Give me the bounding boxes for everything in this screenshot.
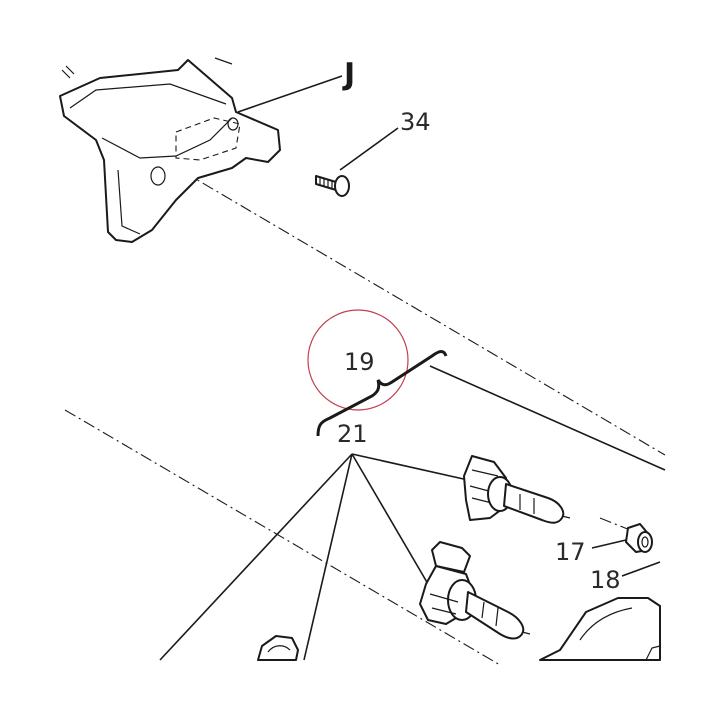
- socket-bottom-detail: [267, 645, 291, 653]
- leader-34: [339, 127, 399, 171]
- leader-19-group: [429, 365, 666, 471]
- callout-18: 18: [590, 566, 621, 594]
- bulb-upper-filament: [519, 494, 535, 514]
- leader-17: [591, 539, 627, 549]
- housing-lower-edge: [117, 169, 141, 235]
- highlight-circle-19: [307, 309, 409, 411]
- bulb-lower-ribs: [429, 593, 459, 615]
- screw-threads: [319, 177, 333, 189]
- callout-ref-j: J: [342, 57, 355, 92]
- housing-cut-mark: [61, 65, 75, 79]
- reflector-body: [539, 597, 661, 661]
- socket-17-ring: [637, 531, 653, 553]
- screw-34: [315, 175, 350, 197]
- bulb-lower-glass: [465, 591, 525, 640]
- callout-19: 19: [344, 348, 375, 376]
- centerline-lower: [64, 409, 501, 666]
- housing-body: [59, 59, 281, 243]
- bulb-lower-tip: [521, 631, 531, 635]
- callout-21: 21: [337, 420, 368, 448]
- leader-21-bulb-upper: [351, 453, 469, 481]
- socket-bottom-body: [257, 635, 299, 661]
- headlight-bulb-lower: [419, 541, 531, 640]
- leader-j: [237, 75, 343, 113]
- centerline-small: [599, 517, 641, 535]
- housing-hidden-outline: [175, 117, 241, 161]
- leader-21-left: [159, 453, 353, 661]
- socket-bottom: [257, 635, 299, 661]
- screw-shank: [315, 175, 337, 191]
- headlight-bulb-upper: [463, 455, 571, 524]
- leader-18: [621, 561, 661, 577]
- socket-17-hole: [641, 536, 649, 548]
- reflector-edge: [645, 645, 661, 661]
- bulb-lower-filament: [481, 601, 499, 627]
- leader-21-socket: [303, 453, 353, 661]
- housing-mount-hole: [150, 166, 166, 186]
- bulb-upper-tip: [561, 515, 571, 519]
- leader-21-bulb-lower: [351, 453, 429, 585]
- reflector-curve: [579, 607, 633, 641]
- socket-17: [625, 523, 653, 553]
- housing-edge: [69, 83, 227, 109]
- screw-head: [334, 175, 350, 197]
- callout-17: 17: [555, 538, 586, 566]
- leaders-21: [159, 453, 469, 661]
- reflector-housing-partial: [539, 597, 661, 661]
- housing-bracket: [59, 57, 281, 243]
- housing-screw-hole: [227, 117, 239, 131]
- callout-34: 34: [400, 108, 431, 136]
- group-brace: [316, 350, 448, 437]
- housing-top-mark: [214, 57, 233, 65]
